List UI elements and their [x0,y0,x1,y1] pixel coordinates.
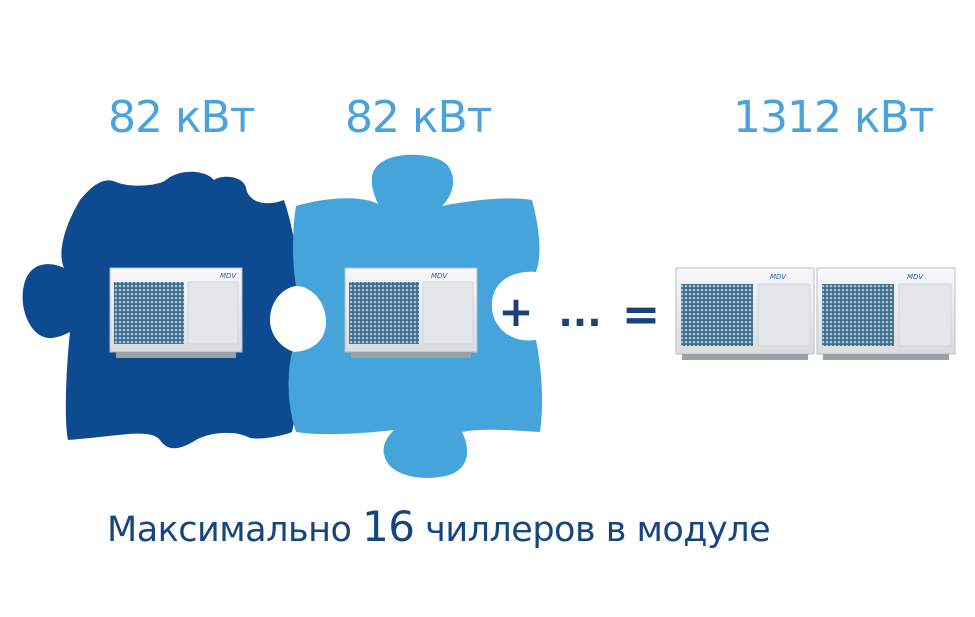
chiller-unit-icon: MDV [109,267,243,358]
plus-operator: + [498,287,533,336]
caption-number: 16 [362,502,415,551]
caption-text-before: Максимально [107,510,363,550]
svg-text:MDV: MDV [431,272,448,280]
equals-operator: = [622,287,661,341]
ellipsis-operator: ... [558,291,601,335]
svg-text:MDV: MDV [770,273,787,281]
chiller-unit-icon: MDV [816,267,956,360]
module-caption: Максимально 16 чиллеров в модуле [107,502,771,551]
svg-text:MDV: MDV [907,273,924,281]
capacity-label-unit-two: 82 кВт [345,92,492,143]
chiller-unit-icon: MDV [344,267,478,358]
capacity-label-total: 1312 кВт [733,92,934,143]
chiller-unit-icon: MDV [675,267,815,360]
svg-text:MDV: MDV [220,272,237,280]
plus-operator: + [282,287,317,336]
caption-text-after: чиллеров в модуле [414,510,771,550]
capacity-label-unit-one: 82 кВт [108,92,255,143]
